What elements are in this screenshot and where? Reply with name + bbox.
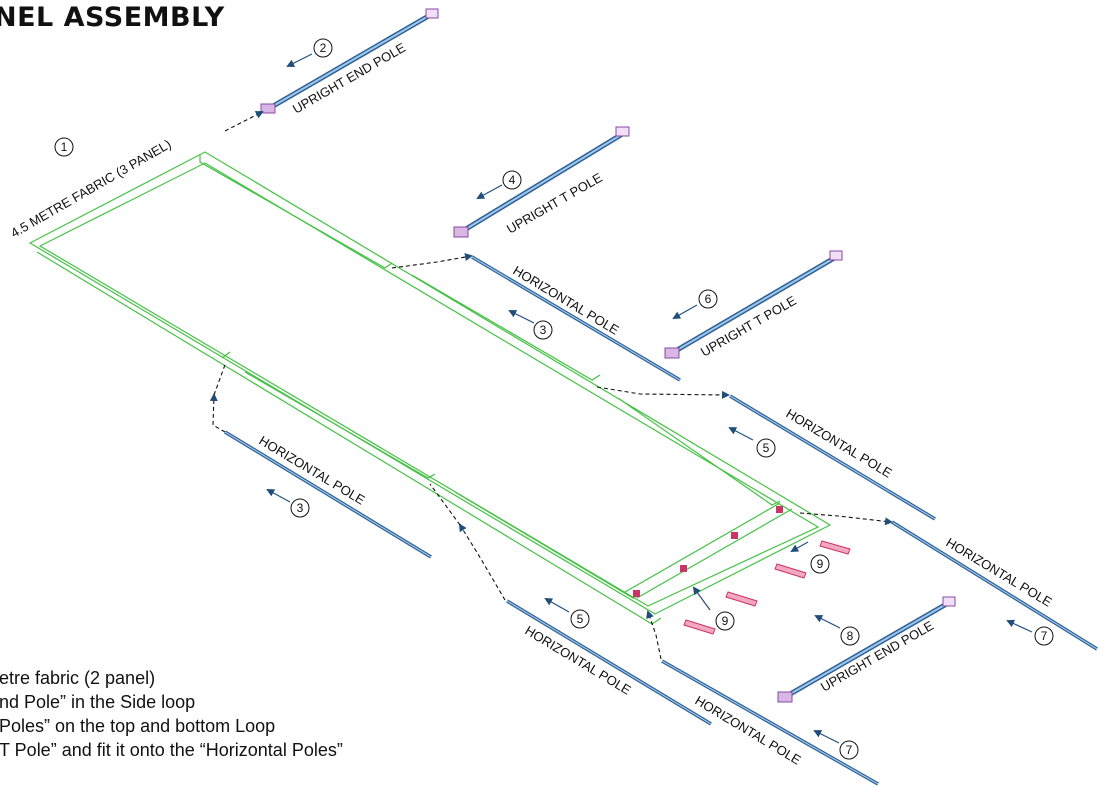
svg-text:3: 3 (540, 323, 547, 337)
svg-text:1: 1 (61, 140, 68, 154)
instructions-list: etre fabric (2 panel) nd Pole” in the Si… (0, 666, 343, 762)
svg-text:3: 3 (297, 501, 304, 515)
upright-end-pole-top (260, 8, 439, 114)
callout-1: 1 (54, 137, 74, 157)
svg-text:8: 8 (847, 629, 854, 643)
fabric-panel (28, 151, 832, 625)
page-title: NEL ASSEMBLY (0, 2, 225, 33)
callout-7b: 7 (839, 740, 859, 760)
instruction-line: Poles” on the top and bottom Loop (0, 716, 276, 736)
callout-2: 2 (313, 38, 333, 58)
callout-arrows (266, 53, 1033, 744)
label-upright-end-pole-bottom: UPRIGHT END POLE (818, 618, 936, 695)
instruction-line: T Pole” and fit it onto the “Horizontal … (0, 740, 343, 760)
assembly-leaders (209, 111, 893, 660)
label-horizontal-pole-4: HORIZONTAL POLE (943, 535, 1054, 610)
callout-5b: 5 (570, 609, 590, 629)
svg-text:7: 7 (846, 743, 853, 757)
label-upright-end-pole-top: UPRIGHT END POLE (290, 40, 408, 117)
svg-text:2: 2 (320, 41, 327, 55)
horizontal-poles (224, 255, 1098, 786)
callout-6: 6 (698, 289, 718, 309)
callout-3b: 3 (290, 498, 310, 518)
callout-3a: 3 (533, 320, 553, 340)
svg-text:9: 9 (817, 557, 824, 571)
corner-connectors (633, 506, 783, 597)
label-horizontal-pole-2: HORIZONTAL POLE (783, 406, 894, 481)
callout-circles: 1 2 3 3 4 5 5 6 7 7 8 9 9 (54, 38, 1054, 760)
callout-4: 4 (502, 170, 522, 190)
callout-7a: 7 (1034, 626, 1054, 646)
svg-text:4: 4 (509, 173, 516, 187)
svg-text:7: 7 (1041, 629, 1048, 643)
upright-t-pole-1 (453, 126, 630, 238)
label-horizontal-pole-5: HORIZONTAL POLE (522, 623, 633, 698)
part-labels: 4.5 METRE FABRIC (3 PANEL) UPRIGHT END P… (8, 40, 1055, 768)
label-fabric: 4.5 METRE FABRIC (3 PANEL) (8, 136, 174, 240)
upright-t-pole-2 (664, 250, 843, 359)
svg-text:5: 5 (577, 612, 584, 626)
svg-text:6: 6 (705, 292, 712, 306)
callout-8: 8 (840, 626, 860, 646)
callout-9a: 9 (810, 554, 830, 574)
svg-text:9: 9 (722, 614, 729, 628)
svg-text:5: 5 (763, 441, 770, 455)
upright-end-pole-bottom (777, 596, 956, 703)
label-horizontal-pole-1: HORIZONTAL POLE (510, 263, 621, 338)
callout-9b: 9 (715, 611, 735, 631)
ground-pegs (683, 540, 851, 635)
instruction-line: nd Pole” in the Side loop (0, 692, 196, 712)
callout-5a: 5 (756, 438, 776, 458)
instruction-line: etre fabric (2 panel) (0, 668, 156, 688)
label-horizontal-pole-3: HORIZONTAL POLE (256, 433, 367, 508)
